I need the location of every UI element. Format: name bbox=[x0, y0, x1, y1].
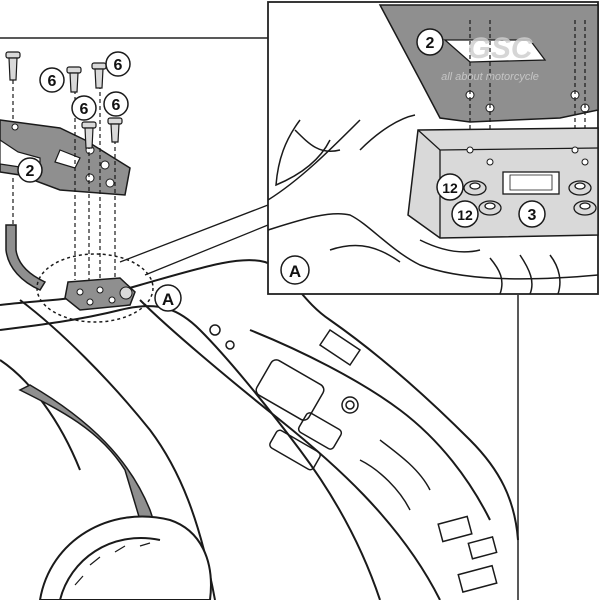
svg-text:A: A bbox=[162, 290, 174, 309]
detail-leader-lines bbox=[119, 204, 269, 276]
bolt-c bbox=[81, 121, 97, 149]
bolt-b bbox=[91, 62, 107, 89]
svg-text:12: 12 bbox=[442, 180, 458, 196]
callout-screw-c: 6 bbox=[71, 95, 97, 121]
tail-section-details bbox=[209, 324, 498, 594]
assembly-guide-lines bbox=[12, 80, 116, 290]
support-tube bbox=[5, 224, 47, 291]
svg-text:2: 2 bbox=[26, 163, 35, 180]
rear-tyre bbox=[38, 515, 212, 600]
inset-callout-bracket: 2 bbox=[416, 28, 444, 56]
nut-2 bbox=[478, 200, 502, 216]
rear-frame-rail bbox=[18, 384, 157, 527]
inset-callout-nut-a: 12 bbox=[436, 173, 464, 201]
bolt-d bbox=[107, 117, 123, 143]
inset-callout-nut-b: 12 bbox=[451, 200, 479, 228]
svg-text:3: 3 bbox=[528, 207, 537, 224]
svg-text:6: 6 bbox=[48, 73, 57, 90]
inset-callout-detail-a: A bbox=[280, 255, 310, 285]
callout-screw-a: 6 bbox=[39, 67, 65, 93]
bolt-a bbox=[66, 66, 82, 93]
inset-mount-plate bbox=[407, 127, 599, 239]
svg-text:A: A bbox=[289, 262, 301, 281]
inset-detail-view: 2 12 12 3 A GSC all about motorcycle bbox=[267, 1, 599, 295]
watermark: GSC all about motorcycle bbox=[441, 32, 539, 83]
nut-1 bbox=[463, 180, 487, 196]
callout-detail-a: A bbox=[154, 284, 182, 312]
svg-text:6: 6 bbox=[114, 57, 123, 74]
svg-text:12: 12 bbox=[457, 207, 473, 223]
svg-text:2: 2 bbox=[426, 35, 435, 52]
main-view: 2 6 6 6 6 A bbox=[0, 37, 519, 600]
svg-text:GSC: GSC bbox=[467, 32, 533, 65]
callout-screw-d: 6 bbox=[103, 91, 129, 117]
svg-text:6: 6 bbox=[80, 101, 89, 118]
bolts bbox=[5, 51, 123, 149]
callout-main-bracket: 2 bbox=[17, 157, 43, 183]
inset-callout-plate: 3 bbox=[518, 200, 546, 228]
nut-4 bbox=[573, 200, 597, 216]
callout-screw-b: 6 bbox=[105, 51, 131, 77]
svg-text:6: 6 bbox=[112, 97, 121, 114]
exploded-bracket bbox=[0, 119, 131, 196]
mounting-plate bbox=[64, 277, 136, 311]
inset-nuts bbox=[463, 180, 597, 216]
svg-text:all about motorcycle: all about motorcycle bbox=[441, 71, 539, 83]
main-frame-border bbox=[0, 37, 519, 600]
detail-ellipse bbox=[36, 253, 154, 323]
bolt-top-left bbox=[5, 51, 21, 81]
nut-3 bbox=[568, 180, 592, 196]
